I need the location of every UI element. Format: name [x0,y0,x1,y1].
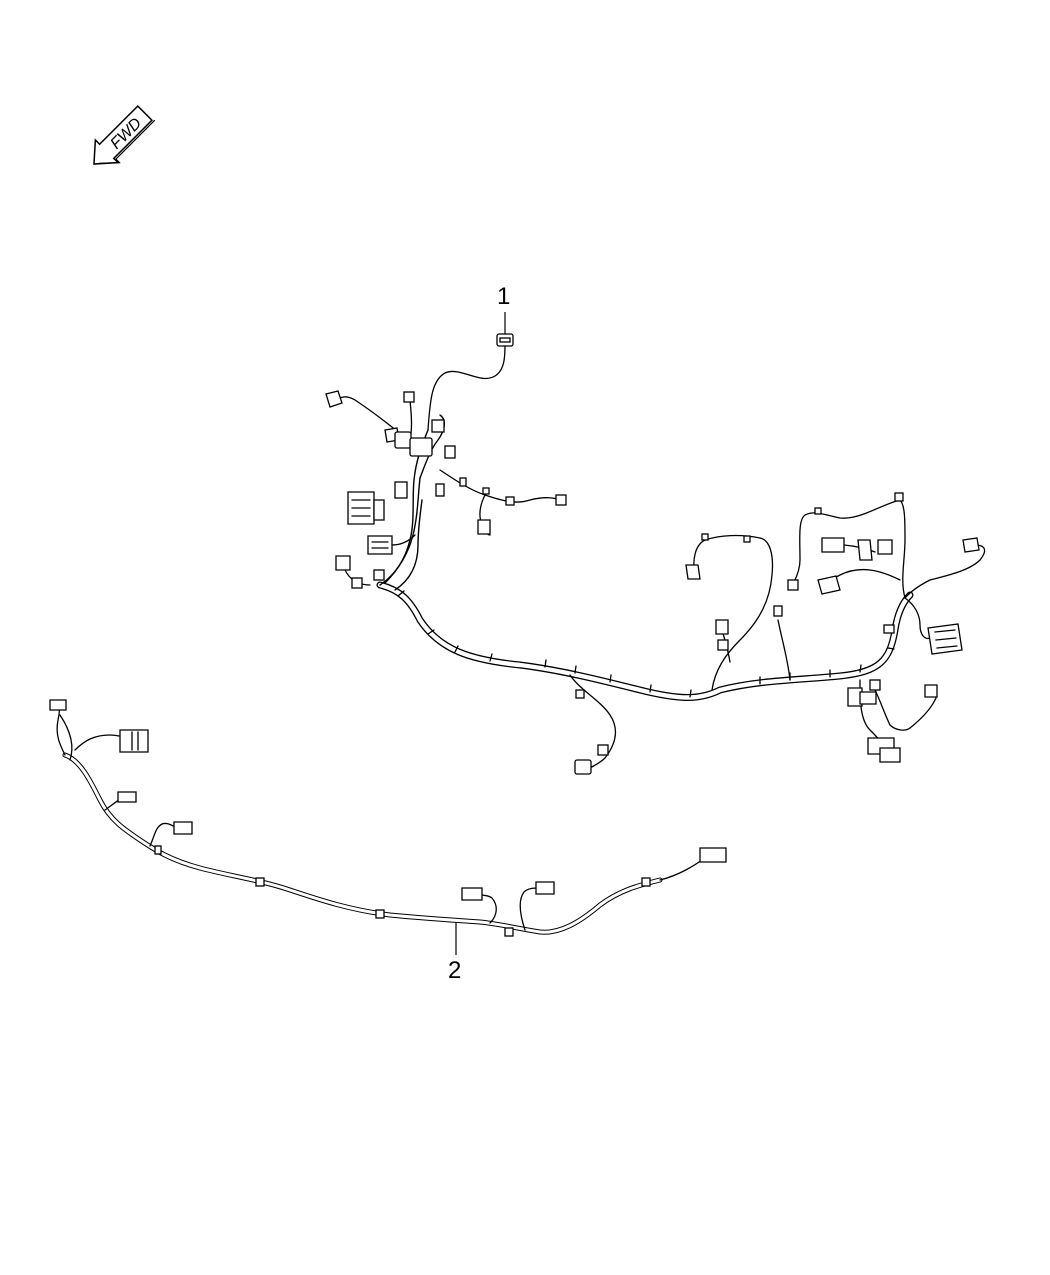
wiring-harness-1 [325,333,986,775]
callout-2: 2 [448,922,461,984]
callout-1-number: 1 [497,283,510,310]
wiring-harness-2 [49,699,727,937]
callout-2-number: 2 [448,957,461,984]
callout-1: 1 [497,283,510,334]
forward-arrow-icon: FWD [93,104,156,165]
